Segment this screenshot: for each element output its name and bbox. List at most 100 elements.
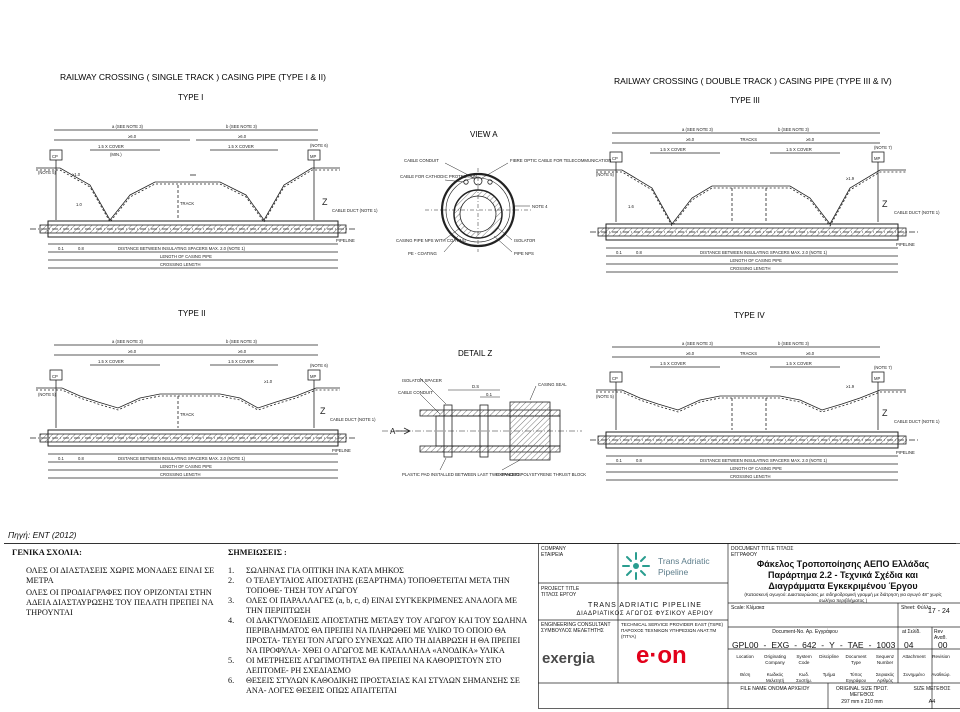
size-value: A4 <box>928 699 936 705</box>
project-title-label: PROJECT TITLE ΤΙΤΛΟΣ ΕΡΓΟΥ <box>541 586 580 598</box>
va-fibre-optic: FIBRE OPTIC CABLE FOR TELECOMMUNICATION <box>510 158 611 163</box>
t3-note7: (NOTE 7) <box>874 145 893 150</box>
general-note-2: ΟΛΕΣ ΟΙ ΠΡΟΔΙΑΓΡΑΦΕΣ ΠΟΥ ΟΡΙΖΟΝΤΑΙ ΣΤΗΝ … <box>26 588 214 617</box>
remark-1: 1.ΣΩΛΗΝΑΣ ΓΙΑ ΟΠΤΙΚΗ ΙΝΑ ΚΑΤΑ ΜΗΚΟΣ <box>228 566 404 575</box>
remarks: ΣΗΜΕΙΩΣΕΙΣ : 1.ΣΩΛΗΝΑΣ ΓΙΑ ΟΠΤΙΚΗ ΙΝΑ ΚΑ… <box>228 548 532 696</box>
t4-distance: DISTANCE BETWEEN INSULATING SPACERS MAX.… <box>700 458 828 463</box>
field-gr-system: Κωδ. Συστήμ. <box>796 672 812 683</box>
size-label: SIZE ΜΕΓΕΘΟΣ <box>913 686 951 692</box>
docno-company: EXG <box>771 640 790 650</box>
t1-b-note: b (SEE NOTE 3) <box>226 124 258 129</box>
t1-d01: 0.1 <box>58 246 64 251</box>
field-gr-discipline: Τμήμα <box>822 672 836 677</box>
tap-logo-text-1: Trans Adriatic <box>658 556 710 566</box>
t2-d01: 0.1 <box>58 456 64 461</box>
field-en-location: Location <box>736 654 754 659</box>
t3-d08: 0.8 <box>636 250 642 255</box>
t2-mp: MP <box>310 374 316 379</box>
dz-expanded-poly: EXPANDED POLYSTYRENE THRUST BLOCK <box>496 472 586 477</box>
field-gr-location: Θέση <box>739 672 751 677</box>
t1-mp: MP <box>310 154 316 159</box>
file-name-label: FILE NAME ΟΝΟΜΑ ΑΡΧΕΙΟΥ <box>740 686 810 692</box>
docno-discipline: Y <box>829 640 835 650</box>
type-ii-annotations: a (SEE NOTE 3) b (SEE NOTE 3) ≥6.0 ≥6.0 … <box>38 339 376 477</box>
technical-service-label: TECHNICAL SERVICE PROVIDER EAST (TSPE) Π… <box>621 622 724 639</box>
t4-note5: (NOTE 5) <box>596 394 615 399</box>
t3-note5: (NOTE 5) <box>596 172 615 177</box>
t4-b-note: b (SEE NOTE 3) <box>778 341 810 346</box>
field-en-seq: Sequenz Number <box>875 654 895 665</box>
doc-title-line-3: Διαγράμματα Εγκεκριμένου Έργου <box>768 581 918 591</box>
title-double-track: RAILWAY CROSSING ( DOUBLE TRACK ) CASING… <box>614 76 892 86</box>
docno-system: 642 <box>802 640 817 650</box>
t4-pipeline: PIPELINE <box>896 450 915 455</box>
t1-cable-duct: CABLE DUCT (NOTE 1) <box>332 208 378 213</box>
doc-title-label: DOCUMENT TITLE ΤΙΤΛΟΣ ΕΓΓΡΑΦΟΥ <box>731 546 794 558</box>
docno-location: GPL00 <box>732 640 759 650</box>
t4-ge19: ≥1.9 <box>846 384 855 389</box>
doc-number-row: GPL00- EXG- 642- Y- TAE- 1003 <box>732 640 896 650</box>
project-title-gr: ΔΙΑΔΡΙΑΤΙΚΟΣ ΑΓΩΓΟΣ ΦΥΣΙΚΟΥ ΑΕΡΙΟΥ <box>576 611 714 617</box>
engineering-consultant-label: ENGINEERING CONSULTANT ΣΥΜΒΟΥΛΟΣ ΜΕΛΕΤΗΤ… <box>541 622 611 634</box>
title-block-frame <box>538 543 960 709</box>
t1-length: LENGTH OF CASING PIPE <box>160 254 212 259</box>
t3-distance: DISTANCE BETWEEN INSULATING SPACERS MAX.… <box>700 250 828 255</box>
detail-z-section <box>382 377 582 471</box>
remark-3: 3.ΟΛΕΣ ΟΙ ΠΑΡΑΛΛΑΓΕΣ (a, b, c, d) ΕΙΝΑΙ … <box>228 596 517 615</box>
va-cable-conduit: CABLE CONDUIT <box>404 158 439 163</box>
field-gr-seq: Σειριακός Αριθμός <box>875 672 895 683</box>
t4-ge60-b: ≥6.0 <box>806 351 815 356</box>
field-en-discipline: Discipline <box>819 654 839 659</box>
t4-cover-r: 1.5 X COVER <box>786 361 812 366</box>
t3-cable-duct: CABLE DUCT (NOTE 1) <box>894 210 940 215</box>
t2-b-note: b (SEE NOTE 3) <box>226 339 258 344</box>
docno-seq: 1003 <box>876 640 896 650</box>
crossing-diagram-type-iii <box>590 132 920 273</box>
t4-a-note: a (SEE NOTE 3) <box>682 341 714 346</box>
field-gr-company: Κωδικός Μελετητή <box>765 672 785 683</box>
t4-d08: 0.8 <box>636 458 642 463</box>
t2-length: LENGTH OF CASING PIPE <box>160 464 212 469</box>
t2-note6: (NOTE 6) <box>310 363 329 368</box>
scale-label: Scale: Κλίμακα <box>731 605 765 611</box>
detail-z-annotations: ISOLATOR SPACER CABLE CONDUIT D.S 0.1 CA… <box>390 378 586 477</box>
crossing-diagram-type-ii <box>30 344 356 479</box>
general-note-1: ΟΛΕΣ ΟΙ ΔΙΑΣΤΑΣΕΙΣ ΧΩΡΙΣ ΜΟΝΑΔΕΣ ΕΙΝΑΙ Σ… <box>26 566 215 585</box>
t1-min: (MIN.) <box>110 152 122 157</box>
t2-crossing: CROSSING LENGTH <box>160 472 201 477</box>
doc-title-line-2: Παράρτημα 2.2 - Τεχνικά Σχέδια και <box>768 570 918 580</box>
t2-z: Z <box>320 406 326 416</box>
t3-cp: CP <box>612 156 618 161</box>
t2-distance: DISTANCE BETWEEN INSULATING SPACERS MAX.… <box>118 456 246 461</box>
label-type-i: TYPE I <box>178 93 203 102</box>
label-type-ii: TYPE II <box>178 309 206 318</box>
type-iv-annotations: a (SEE NOTE 3) b (SEE NOTE 3) ≥6.0 TRACK… <box>596 341 940 479</box>
field-names-gr: Θέση Κωδικός Μελετητή Κωδ. Συστήμ. Τμήμα… <box>732 672 954 683</box>
title-single-track: RAILWAY CROSSING ( SINGLE TRACK ) CASING… <box>60 72 326 82</box>
t2-ge60-a: ≥6.0 <box>128 349 137 354</box>
field-gr-type: Τύπος Εγγράφου <box>845 672 867 683</box>
rev-label: Rev Αναθ. <box>934 629 947 641</box>
docno-type: TAE <box>847 640 864 650</box>
type-iii-annotations: a (SEE NOTE 3) b (SEE NOTE 3) ≥6.0 TRACK… <box>596 127 940 271</box>
t1-a-note: a (SEE NOTE 3) <box>112 124 144 129</box>
t2-cover-r: 1.5 X COVER <box>228 359 254 364</box>
t1-cp: CP <box>52 154 58 159</box>
docno-label: Document-No. Αρ. Εγγράφου <box>772 629 838 635</box>
t3-z: Z <box>882 199 888 209</box>
t2-track: TRACK <box>180 412 194 417</box>
t2-cp: CP <box>52 374 58 379</box>
field-en-attachment: Attachment <box>902 654 926 659</box>
t1-note5: (NOTE 5) <box>38 170 57 175</box>
sheet-value: 17 - 24 <box>928 608 950 615</box>
t4-d01: 0.1 <box>616 458 622 463</box>
t3-a-note: a (SEE NOTE 3) <box>682 127 714 132</box>
dz-01: 0.1 <box>486 392 493 397</box>
t3-b-note: b (SEE NOTE 3) <box>778 127 810 132</box>
remark-5: 5.ΟΙ ΜΕΤΡΗΣΕΙΣ ΑΓΩΓΙΜΟΤΗΤΑΣ ΘΑ ΠΡΕΠΕΙ ΝΑ… <box>228 656 502 675</box>
dz-cable-conduit: CABLE CONDUIT <box>398 390 433 395</box>
t3-tracks: TRACKS <box>740 137 757 142</box>
t1-d08: 0.8 <box>78 246 84 251</box>
remark-6: 6.ΘΕΣΕΙΣ ΣΤΥΛΩΝ ΚΑΘΟΔΙΚΗΣ ΠΡΟΣΤΑΣΙΑΣ ΚΑΙ… <box>228 676 520 695</box>
t4-cable-duct: CABLE DUCT (NOTE 1) <box>894 419 940 424</box>
